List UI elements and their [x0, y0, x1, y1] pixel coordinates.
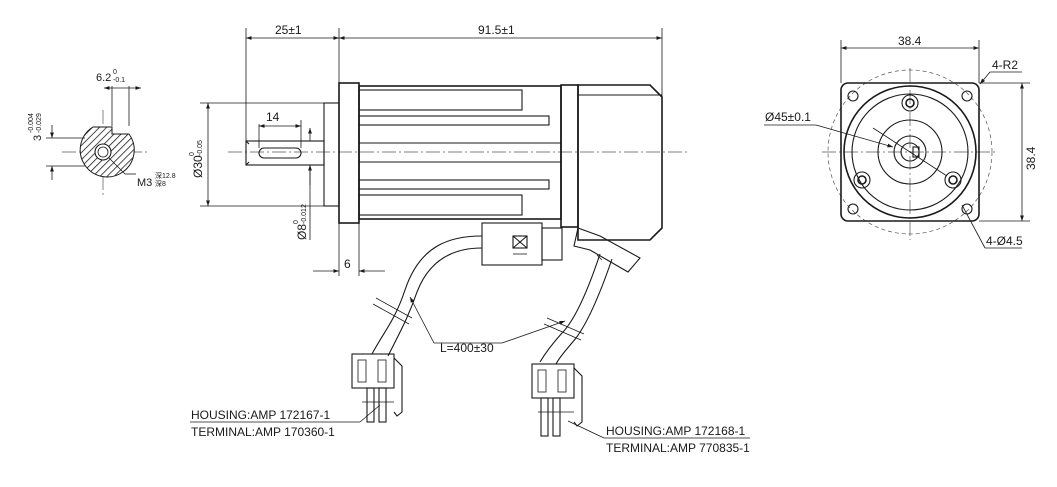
key-width-tol-lower: -0.029 [36, 113, 43, 133]
shaft-extension-label: 25±1 [275, 23, 302, 37]
key-depth-tol-upper: 0 [113, 69, 117, 76]
encoder-terminal-label: TERMINAL:AMP 770835-1 [606, 441, 750, 455]
spigot-diameter-group: Ø30 0 -0.05 [189, 140, 205, 178]
key-width-tol-upper: -0.004 [28, 113, 35, 133]
corner-radius-label: 4-R2 [992, 58, 1018, 72]
mount-holes-label: 4-Ø4.5 [986, 234, 1023, 248]
flange-thickness-label: 6 [344, 257, 351, 271]
flange-height-label: 38.4 [1024, 146, 1038, 170]
key-width-label-group: 3 -0.004 -0.029 [28, 113, 44, 141]
shaft-tol-lower: -0.012 [301, 204, 308, 224]
key-width-label: 3 [32, 135, 44, 141]
body-length-label: 91.5±1 [478, 23, 515, 37]
spigot-diameter-label: Ø30 [191, 155, 205, 178]
flange-width-label: 38.4 [898, 34, 922, 48]
key-depth-label: 6.2 [96, 72, 111, 84]
encoder-housing-label: HOUSING:AMP 172168-1 [606, 424, 745, 438]
motor-front-view [764, 40, 1030, 249]
shaft-diameter-group: Ø8 0 -0.012 [293, 204, 309, 240]
shaft-tol-upper: 0 [293, 220, 300, 224]
keyway-length-label: 14 [266, 110, 280, 124]
shaft-diameter-label: Ø8 [295, 224, 309, 240]
key-depth-tol-lower: -0.1 [113, 77, 125, 84]
shaft-section-view [46, 86, 148, 195]
motor-side-view [190, 28, 750, 439]
motor-terminal-label: TERMINAL:AMP 170360-1 [191, 425, 335, 439]
spigot-tol-upper: 0 [189, 152, 196, 156]
spigot-tol-lower: -0.05 [197, 140, 204, 156]
cable-length-label: L=400±30 [440, 341, 494, 355]
motor-housing-label: HOUSING:AMP 172167-1 [191, 408, 330, 422]
pilot-diameter-label: Ø45±0.1 [765, 110, 811, 124]
thread-note-top: 深12.8 [155, 171, 176, 180]
thread-label: M3 [137, 177, 152, 189]
thread-note-bottom: 深8 [155, 179, 166, 188]
